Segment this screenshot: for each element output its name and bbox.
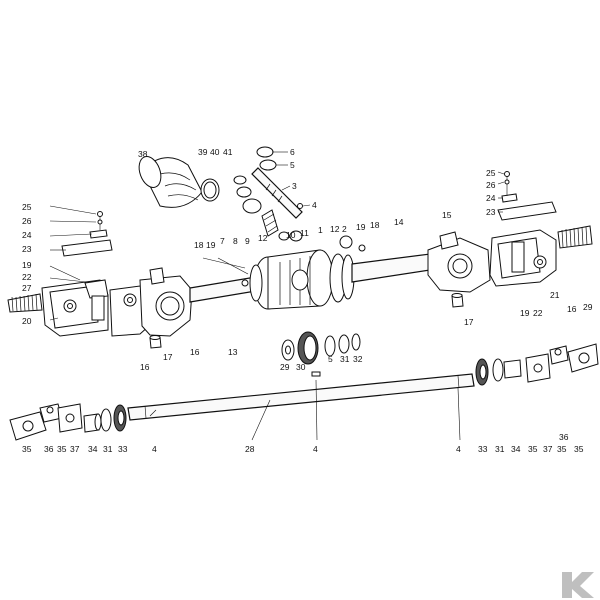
callout-33-r: 33: [478, 444, 488, 454]
callout-25-right: 25: [486, 168, 496, 178]
callout-36-l: 36: [44, 444, 54, 454]
callout-24-left: 24: [22, 230, 32, 240]
callout-35-r3: 35: [574, 444, 584, 454]
callout-17-left: 17: [163, 352, 173, 362]
snap-ring: [200, 178, 220, 202]
callout-19-top: 19: [356, 222, 366, 232]
callout-1: 1: [318, 225, 323, 235]
left-rubber-boot: [7, 293, 43, 313]
callout-26-left: 26: [22, 216, 32, 226]
right-universal-joint: [525, 343, 599, 383]
callout-5: 5: [290, 160, 295, 170]
callout-35-l1: 35: [22, 444, 32, 454]
left-bushing: [149, 335, 162, 349]
callout-6: 6: [290, 147, 295, 157]
callout-32: 32: [353, 354, 363, 364]
callout-19-mid: 19: [206, 240, 216, 250]
dust-cover: [138, 156, 203, 208]
center-gearbox: [241, 249, 355, 310]
callout-17-right: 17: [464, 317, 474, 327]
left-universal-joint: [9, 403, 83, 441]
callout-12: 12: [258, 233, 268, 243]
callout-35-r1: 35: [528, 444, 538, 454]
callout-34-l: 34: [88, 444, 98, 454]
callout-37-r: 37: [543, 444, 553, 454]
right-bushing: [451, 293, 464, 308]
callout-18-top: 18: [370, 220, 380, 230]
callout-29-right: 29: [583, 302, 593, 312]
callout-35-r2: 35: [557, 444, 567, 454]
callout-39: 39: [198, 147, 208, 157]
bevel-gear-small: [339, 235, 366, 252]
callout-31-mid: 31: [340, 354, 350, 364]
callout-23-right: 23: [486, 207, 496, 217]
callout-27: 27: [22, 283, 32, 293]
callout-16-left2: 16: [140, 362, 150, 372]
leader-lines: [49, 151, 505, 441]
callout-4: 4: [312, 200, 317, 210]
callout-19-right: 19: [520, 308, 530, 318]
callout-20: 20: [22, 316, 32, 326]
long-drive-shaft: [127, 371, 475, 421]
callout-29-mid: 29: [280, 362, 290, 372]
callout-22-right: 22: [533, 308, 543, 318]
callout-25-left: 25: [22, 202, 32, 212]
callout-4-right: 4: [456, 444, 461, 454]
right-rubber-boot: [557, 225, 593, 249]
callout-4-left: 4: [152, 444, 157, 454]
callout-22-left: 22: [22, 272, 32, 282]
callout-31-l: 31: [103, 444, 113, 454]
pinion-gear-stack: [233, 175, 303, 242]
callout-34-r: 34: [511, 444, 521, 454]
callout-35-l2: 35: [57, 444, 67, 454]
callout-26-right: 26: [486, 180, 496, 190]
callout-21: 21: [550, 290, 560, 300]
callout-2: 2: [342, 224, 347, 234]
left-sleeve-bearing-gear: [83, 404, 127, 433]
right-cover-plates: [497, 171, 557, 221]
callout-16-right: 16: [567, 304, 577, 314]
callout-15: 15: [442, 210, 452, 220]
callout-labels: 38 39 40 41 6 5 3 4 7 8 9 12 10 11 1 2 1…: [22, 147, 593, 454]
left-flange-housing: [109, 267, 193, 337]
callout-30: 30: [296, 362, 306, 372]
gear-washer-set: [281, 331, 361, 365]
right-flange-housing: [427, 231, 491, 293]
callout-11: 11: [300, 228, 309, 238]
callout-7: 7: [220, 236, 225, 246]
callout-41: 41: [223, 147, 233, 157]
main-tube-right: [351, 253, 431, 283]
callout-12b: 12: [330, 224, 340, 234]
callout-16-left: 16: [190, 347, 200, 357]
left-gearbox-housing: [41, 279, 109, 337]
callout-24-right: 24: [486, 193, 496, 203]
callout-13: 13: [228, 347, 238, 357]
callout-8: 8: [233, 236, 238, 246]
callout-4-mid: 4: [313, 444, 318, 454]
callout-33-l: 33: [118, 444, 128, 454]
callout-40: 40: [210, 147, 220, 157]
callout-9: 9: [245, 236, 250, 246]
callout-38: 38: [138, 149, 148, 159]
callout-14: 14: [394, 217, 404, 227]
brand-logo: [562, 572, 594, 598]
callout-5-mid: 5: [328, 354, 333, 364]
right-sleeve-bearing-gear: [475, 358, 522, 386]
left-cover-plates: [61, 211, 113, 257]
callout-31-r: 31: [495, 444, 505, 454]
callout-19-left: 19: [22, 260, 32, 270]
callout-28: 28: [245, 444, 255, 454]
callout-23-left: 23: [22, 244, 32, 254]
callout-10: 10: [286, 230, 296, 240]
callout-18-mid: 18: [194, 240, 204, 250]
callout-3: 3: [292, 181, 297, 191]
right-gearbox-housing: [489, 229, 557, 287]
callout-37-l: 37: [70, 444, 80, 454]
input-shaft: [251, 146, 303, 219]
callout-36-r: 36: [559, 432, 569, 442]
